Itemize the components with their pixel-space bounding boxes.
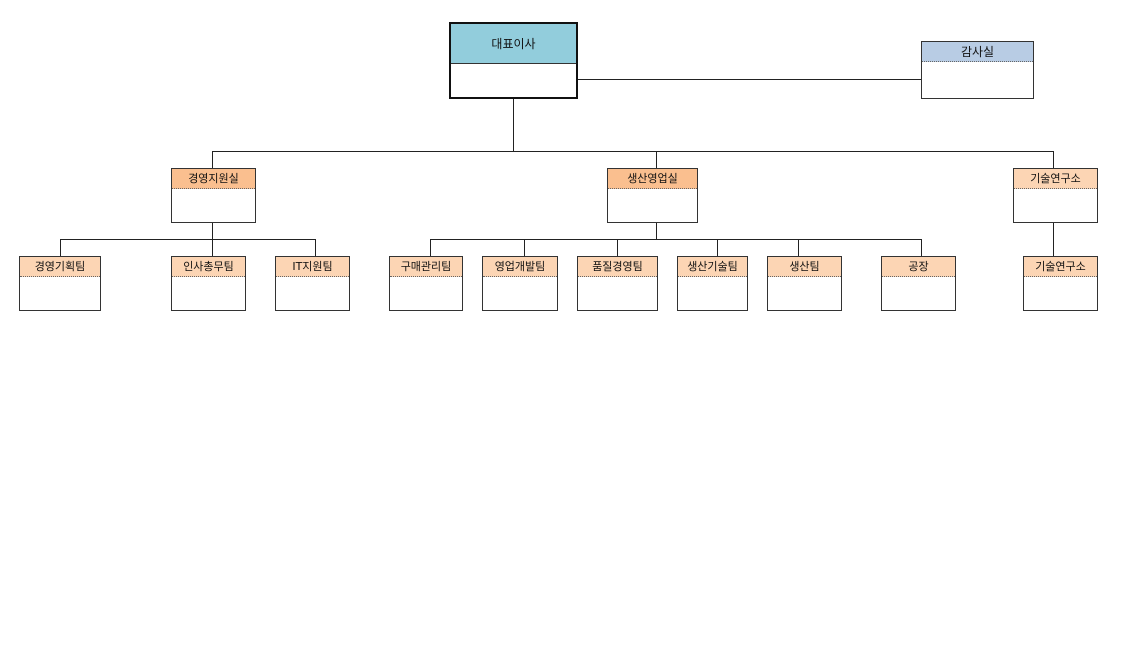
team-box: 구매관리팀 [389,256,463,311]
connector-ceo-audit [578,79,922,80]
team-label: 공장 [882,257,955,277]
connector-division-bus [212,151,1054,152]
connector-to-team-2-6 [921,239,922,256]
connector-to-division-3 [1053,151,1054,168]
division-label: 기술연구소 [1014,169,1097,189]
connector-ceo-down [513,98,514,152]
connector-division-2-down [656,222,657,239]
team-box: 인사총무팀 [171,256,246,311]
team-label: 인사총무팀 [172,257,245,277]
division-label: 경영지원실 [172,169,255,189]
team-box: 생산팀 [767,256,842,311]
team-box: 생산기술팀 [677,256,748,311]
team-label: IT지원팀 [276,257,349,277]
connector-to-team-2-2 [524,239,525,256]
team-box: 공장 [881,256,956,311]
team-label: 품질경영팀 [578,257,657,277]
team-box: 품질경영팀 [577,256,658,311]
team-label: 기술연구소 [1024,257,1097,277]
division-label: 생산영업실 [608,169,697,189]
connector-to-division-2 [656,151,657,168]
team-box: IT지원팀 [275,256,350,311]
team-label: 생산팀 [768,257,841,277]
connector-to-team-2-4 [717,239,718,256]
connector-team-bus-2 [430,239,922,240]
audit-label: 감사실 [922,42,1033,62]
team-label: 경영기획팀 [20,257,100,277]
division-box-production-sales: 생산영업실 [607,168,698,223]
team-box: 기술연구소 [1023,256,1098,311]
connector-to-team-1-2 [212,239,213,256]
connector-to-division-1 [212,151,213,168]
connector-to-team-1-3 [315,239,316,256]
connector-to-team-1-1 [60,239,61,256]
connector-to-team-2-1 [430,239,431,256]
connector-to-team-2-3 [617,239,618,256]
division-box-management-support: 경영지원실 [171,168,256,223]
connector-to-team-2-5 [798,239,799,256]
team-box: 영업개발팀 [482,256,558,311]
team-label: 영업개발팀 [483,257,557,277]
ceo-box: 대표이사 [449,22,578,99]
team-label: 생산기술팀 [678,257,747,277]
division-box-research-institute: 기술연구소 [1013,168,1098,223]
connector-team-bus-1 [60,239,316,240]
audit-box: 감사실 [921,41,1034,99]
connector-division-1-down [212,222,213,239]
ceo-label: 대표이사 [451,24,576,64]
team-label: 구매관리팀 [390,257,462,277]
team-box: 경영기획팀 [19,256,101,311]
connector-division-3-down [1053,222,1054,256]
